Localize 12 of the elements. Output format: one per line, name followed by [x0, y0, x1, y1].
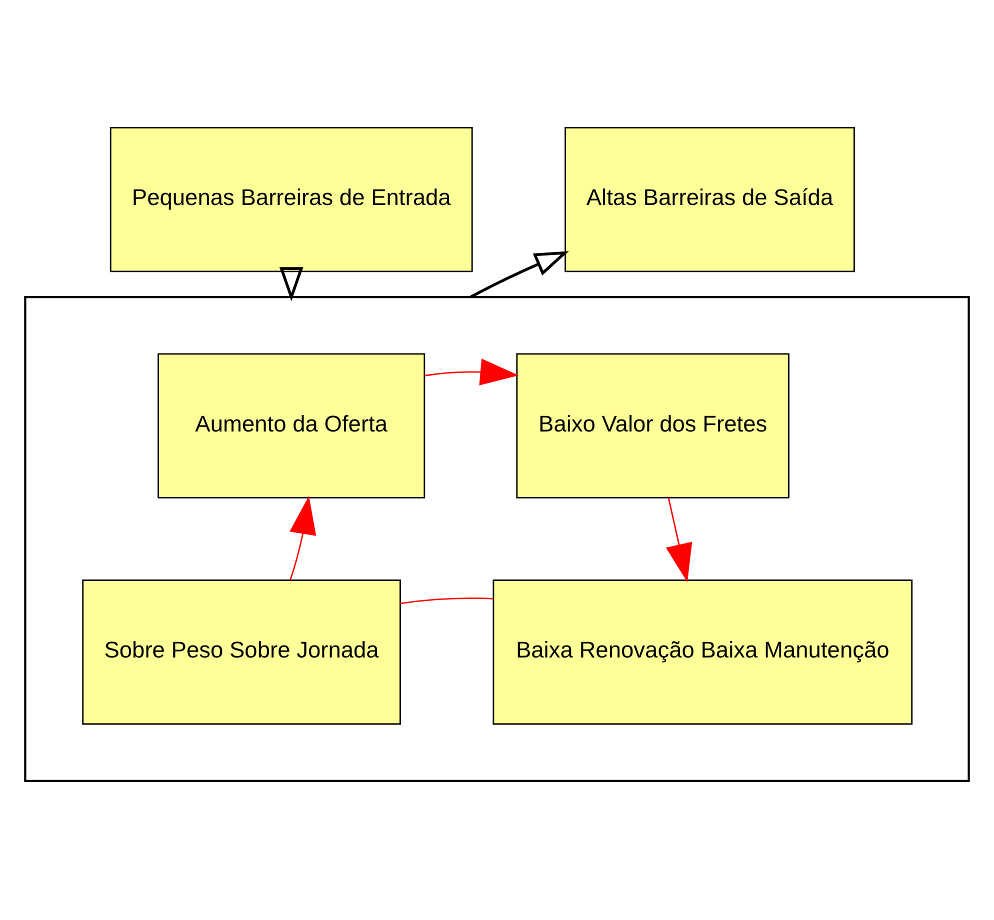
node-box: Baixo Valor dos Fretes: [516, 353, 790, 498]
connector: [400, 598, 494, 604]
node-box: Aumento da Oferta: [158, 353, 426, 498]
cluster: [24, 296, 970, 782]
node-box: Sobre Peso Sobre Jornada: [82, 580, 401, 725]
node-box: Baixa Renovação Baixa Manutenção: [492, 580, 913, 725]
arrow: [279, 267, 304, 302]
node-box: Altas Barreiras de Saída: [564, 126, 855, 272]
arrow: [424, 358, 519, 386]
arrow: [470, 251, 569, 298]
arrow: [290, 496, 316, 580]
arrow: [666, 498, 692, 582]
